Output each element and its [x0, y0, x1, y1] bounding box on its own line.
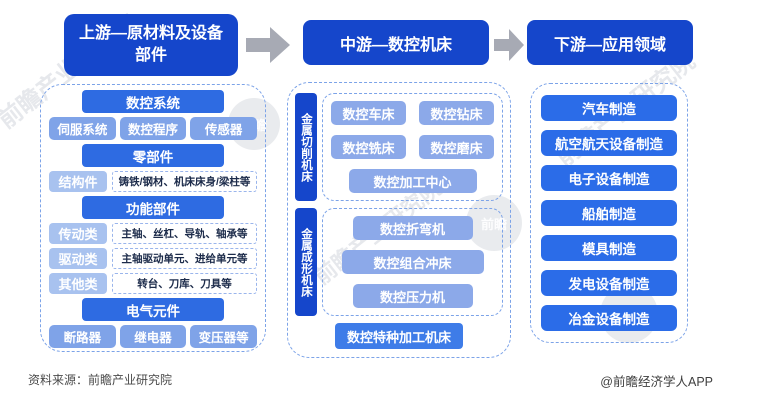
upstream-panel: 数控系统 伺服系统 数控程序 传感器 零部件 结构件 铸铁/钢材、机床床身/梁柱… [40, 84, 266, 352]
row-label: 其他类 [49, 273, 107, 294]
parts-row-structural: 结构件 铸铁/钢材、机床床身/梁柱等 [49, 171, 257, 192]
item-cnc-milling: 数控铣床 [331, 135, 406, 159]
downstream-panel: 汽车制造 航空航天设备制造 电子设备制造 船舶制造 模具制造 发电设备制造 冶金… [530, 83, 688, 343]
functional-row-transmission: 传动类 主轴、丝杠、导轨、轴承等 [49, 223, 257, 244]
row-label: 结构件 [49, 171, 107, 192]
row-value: 铸铁/钢材、机床床身/梁柱等 [112, 171, 257, 192]
arrow-right-icon [246, 27, 290, 63]
metal-cutting-section: 金属切削机床 数控车床 数控钻床 数控铣床 数控磨床 数控加工中心 [295, 93, 503, 201]
item-cnc-drilling: 数控钻床 [419, 101, 494, 125]
metal-forming-section: 金属成形机床 数控折弯机 数控组合冲床 数控压力机 [295, 208, 503, 316]
item-mold-manufacturing: 模具制造 [541, 235, 677, 261]
electrical-items: 断路器 继电器 变压器等 [49, 325, 258, 348]
chip-servo-system: 伺服系统 [49, 117, 116, 140]
metal-cutting-box: 数控车床 数控钻床 数控铣床 数控磨床 数控加工中心 [322, 93, 503, 201]
midstream-header: 中游—数控机床 [303, 20, 489, 65]
item-auto-manufacturing: 汽车制造 [541, 95, 677, 121]
item-power-equipment: 发电设备制造 [541, 270, 677, 296]
item-cnc-grinding: 数控磨床 [419, 135, 494, 159]
section-title-electrical: 电气元件 [82, 298, 224, 321]
row-label: 传动类 [49, 223, 107, 244]
arrow-right-icon [494, 29, 524, 61]
item-machining-center: 数控加工中心 [348, 169, 477, 193]
row-value: 主轴驱动单元、进给单元等 [112, 248, 257, 269]
chip-sensor: 传感器 [190, 117, 258, 140]
credit-note: @前瞻经济学人APP [600, 375, 713, 389]
row-value: 转台、刀库、刀具等 [112, 273, 257, 294]
chip-circuit-breaker: 断路器 [49, 325, 116, 348]
cnc-system-items: 伺服系统 数控程序 传感器 [49, 117, 258, 140]
item-cnc-press: 数控压力机 [352, 284, 473, 308]
item-cnc-combo-punch: 数控组合冲床 [341, 250, 484, 274]
item-special-machining: 数控特种加工机床 [335, 323, 463, 349]
midstream-panel: 金属切削机床 数控车床 数控钻床 数控铣床 数控磨床 数控加工中心 金属成形机床… [287, 82, 511, 358]
upstream-header: 上游—原材料及设备部件 [64, 14, 238, 76]
row-value: 主轴、丝杠、导轨、轴承等 [112, 223, 257, 244]
downstream-header: 下游—应用领域 [527, 20, 693, 65]
metal-forming-box: 数控折弯机 数控组合冲床 数控压力机 [322, 208, 503, 316]
chip-transformer: 变压器等 [190, 325, 258, 348]
side-label-metal-forming: 金属成形机床 [295, 208, 317, 316]
item-cnc-bending: 数控折弯机 [352, 216, 473, 240]
functional-row-drive: 驱动类 主轴驱动单元、进给单元等 [49, 248, 257, 269]
source-note: 资料来源：前瞻产业研究院 [28, 373, 173, 387]
functional-row-other: 其他类 转台、刀库、刀具等 [49, 273, 257, 294]
section-title-functional: 功能部件 [82, 196, 224, 219]
section-title-parts: 零部件 [82, 144, 224, 167]
item-metallurgy-equipment: 冶金设备制造 [541, 305, 677, 331]
item-cnc-lathe: 数控车床 [331, 101, 406, 125]
item-aerospace-equipment: 航空航天设备制造 [541, 130, 677, 156]
row-label: 驱动类 [49, 248, 107, 269]
item-shipbuilding: 船舶制造 [541, 200, 677, 226]
item-electronics-equipment: 电子设备制造 [541, 165, 677, 191]
chip-relay: 继电器 [119, 325, 187, 348]
section-title-cnc-system: 数控系统 [82, 90, 224, 113]
chip-nc-program: 数控程序 [119, 117, 187, 140]
side-label-metal-cutting: 金属切削机床 [295, 93, 317, 201]
